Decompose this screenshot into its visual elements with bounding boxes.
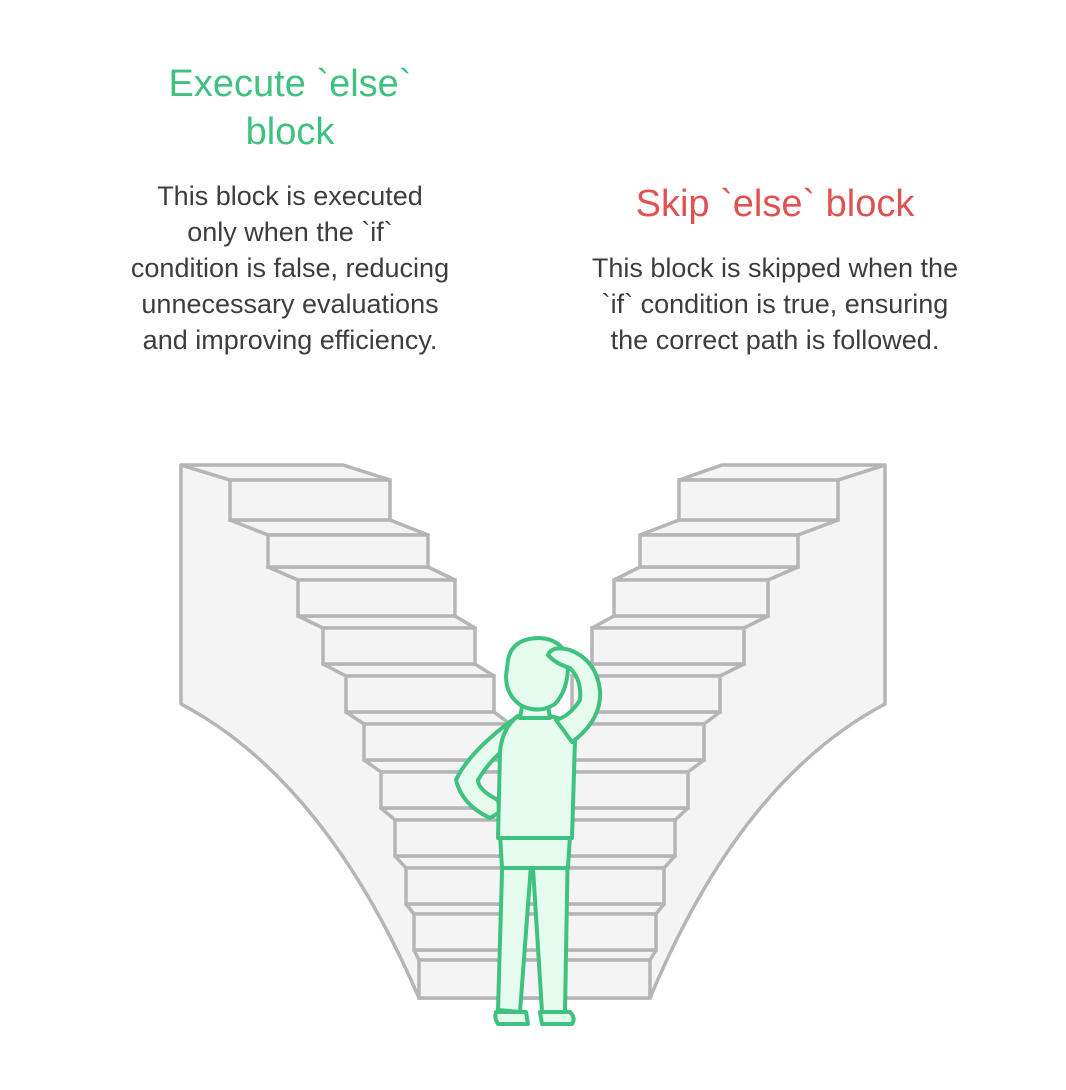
right-stair-tread [612, 565, 800, 582]
skip-else-title: Skip `else` block [635, 183, 915, 225]
left-stair-tread [296, 614, 477, 630]
execute-else-description: This block is executed only when the `if… [130, 181, 450, 355]
execute-else-title: Execute `else` block [168, 63, 412, 153]
left-stair-tread [228, 518, 430, 537]
right-stair-step [638, 533, 800, 569]
right-stair-step [506, 958, 652, 1000]
execute-else-label: Execute `else` block This block is execu… [130, 60, 450, 358]
left-stair-tread [344, 710, 512, 726]
person-right-shoe [538, 1010, 576, 1026]
left-stair-step [228, 478, 392, 522]
left-staircase-icon [179, 463, 560, 1000]
left-stair-tread [321, 662, 496, 678]
left-stair-step [296, 578, 457, 618]
right-staircase-icon [506, 463, 887, 1000]
skip-else-description: This block is skipped when the `if` cond… [591, 253, 959, 355]
left-stair-step [266, 533, 430, 569]
left-stair-step [344, 674, 496, 714]
left-stair-tread [266, 565, 457, 582]
right-stair-tread [590, 614, 770, 630]
person-torso [496, 714, 577, 840]
thinking-person-icon [454, 636, 603, 1026]
right-stair-tread [638, 518, 840, 537]
right-stair-step [590, 626, 746, 666]
skip-else-label: Skip `else` block This block is skipped … [590, 180, 960, 358]
person-right-arm [546, 646, 603, 744]
right-stair-step [612, 578, 770, 618]
left-stair-step [321, 626, 477, 666]
person-left-shoe [493, 1010, 530, 1026]
right-stair-step [677, 478, 840, 522]
